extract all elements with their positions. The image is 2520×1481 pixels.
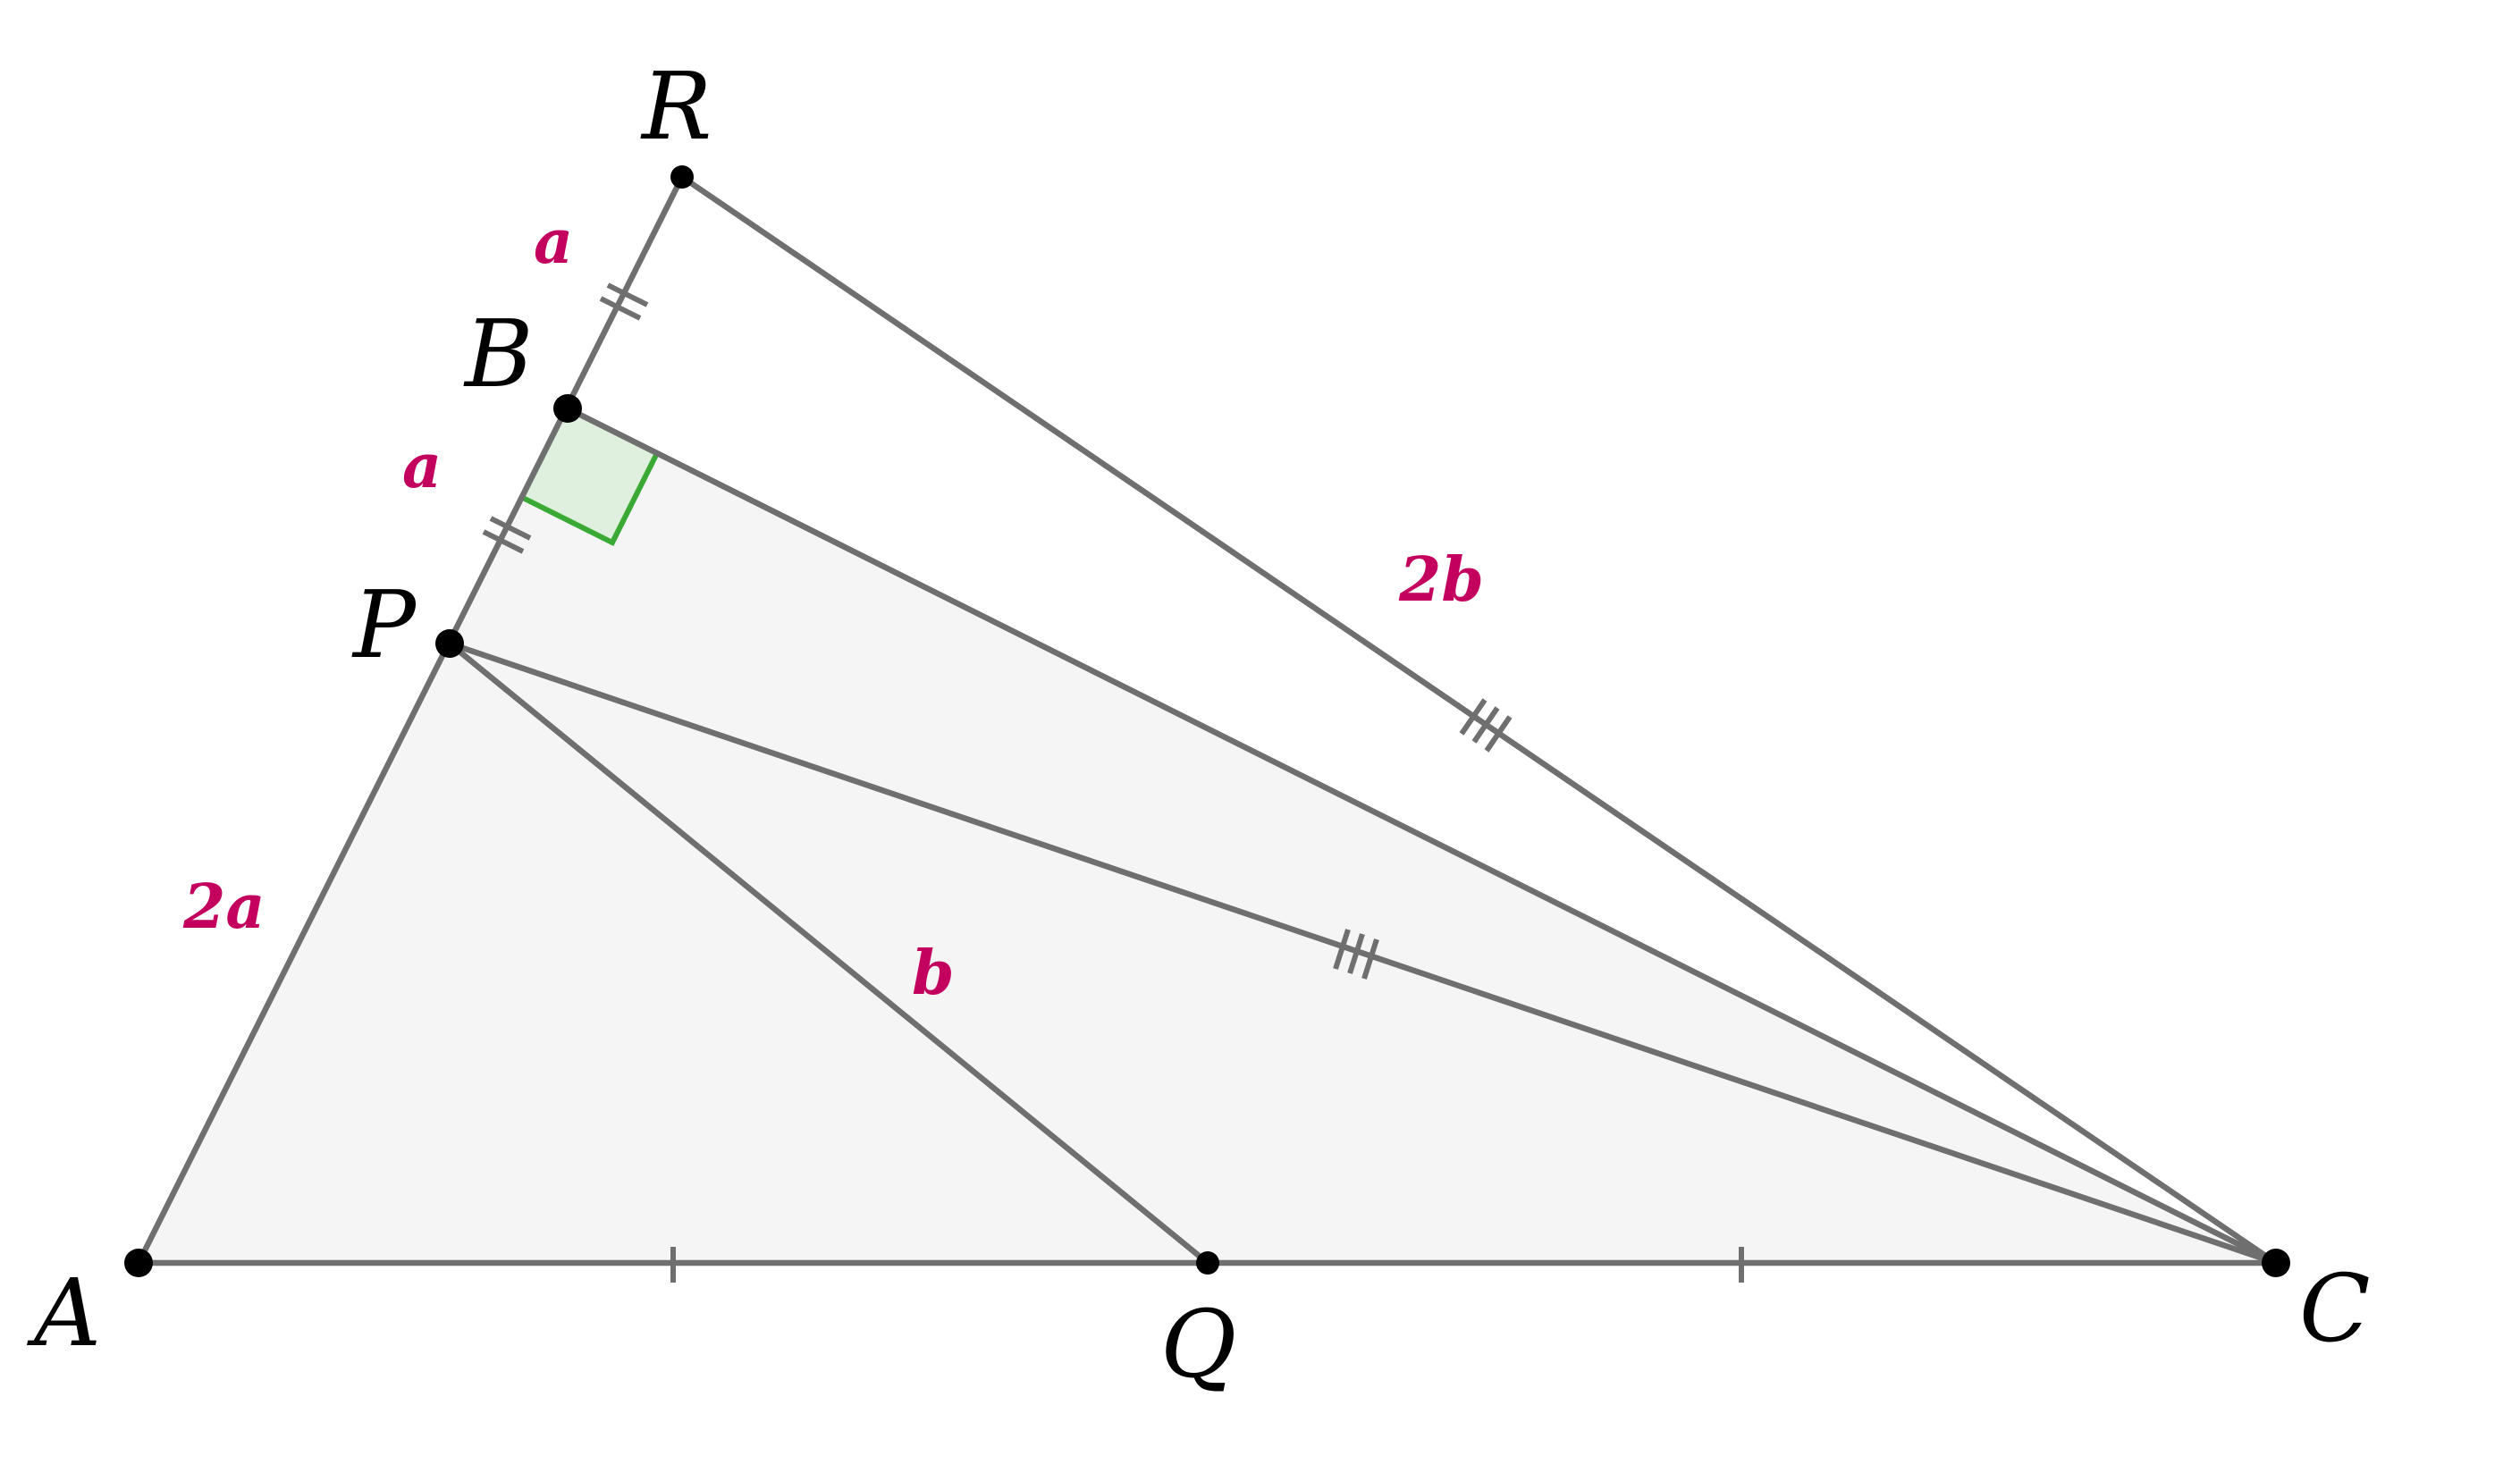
- double-tick-bp: [482, 516, 532, 554]
- segment-ar: [135, 173, 686, 1266]
- label-a: A: [27, 1258, 101, 1367]
- triple-tick-rc: [1459, 698, 1513, 753]
- point-b: [553, 394, 582, 423]
- length-label-bp: a: [402, 431, 442, 502]
- point-q: [1196, 1251, 1219, 1275]
- label-r: R: [640, 52, 712, 161]
- label-c: C: [2299, 1254, 2371, 1363]
- right-angle-marker: [523, 408, 657, 543]
- length-label-pq: b: [912, 938, 955, 1009]
- point-p: [435, 629, 464, 658]
- triangle-abc-fill: [139, 408, 2276, 1263]
- segment-pq: [446, 640, 1211, 1266]
- segment-rc: [678, 173, 2280, 1266]
- label-p: P: [351, 570, 417, 679]
- label-q: Q: [1160, 1290, 1236, 1399]
- point-a: [124, 1249, 153, 1277]
- label-b: B: [463, 299, 533, 408]
- segment-pc: [446, 640, 2280, 1266]
- length-label-pa: 2a: [182, 871, 265, 943]
- segment-bc: [564, 405, 2280, 1266]
- double-tick-rb: [599, 282, 649, 321]
- length-label-rb: a: [534, 206, 573, 278]
- triple-tick-pc: [1333, 929, 1379, 980]
- length-label-rc: 2b: [1398, 544, 1484, 616]
- right-angle-marker-edge: [521, 451, 660, 547]
- point-c: [2262, 1249, 2290, 1277]
- point-r: [670, 165, 694, 189]
